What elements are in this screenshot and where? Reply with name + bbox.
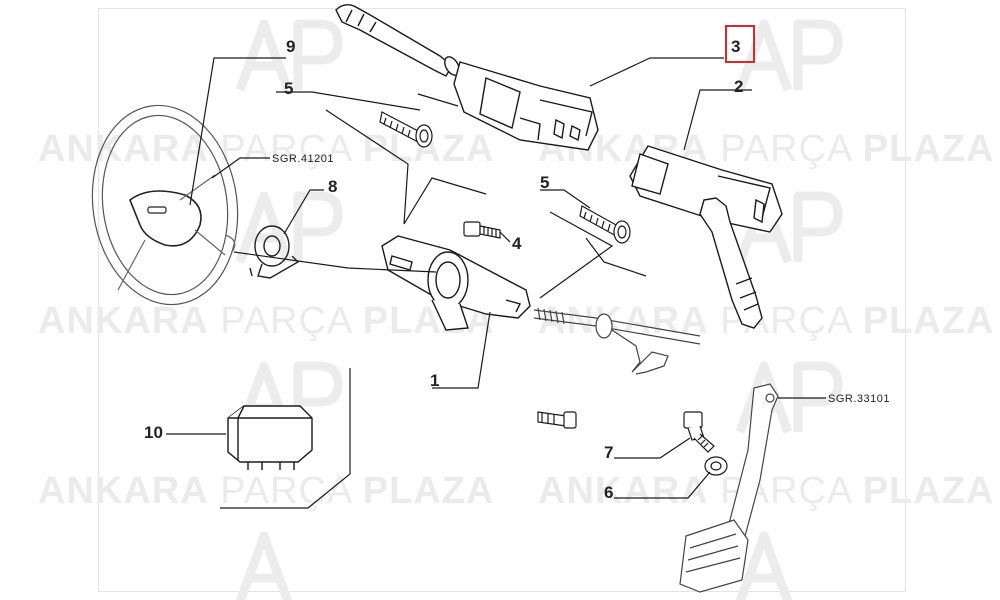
part-label-1[interactable]: 1: [430, 371, 439, 390]
part-label-5-right[interactable]: 5: [540, 173, 549, 192]
brake-switch-part-7[interactable]: [683, 411, 715, 453]
steering-shaft: [533, 307, 701, 375]
steering-wheel-part-9[interactable]: [80, 96, 250, 314]
column-bracket-part-1[interactable]: [381, 235, 531, 331]
ref-label-steering[interactable]: SGR.41201: [272, 153, 334, 165]
bolt-part-4[interactable]: [463, 221, 501, 239]
part-label-8[interactable]: 8: [328, 177, 337, 196]
part-label-5-left[interactable]: 5: [284, 79, 293, 98]
selected-part-highlight: [725, 25, 755, 63]
combination-switch-part-3[interactable]: [335, 3, 599, 151]
part-label-7[interactable]: 7: [604, 443, 613, 462]
brake-pedal: [679, 383, 779, 593]
bolt-loose: [537, 411, 577, 429]
screw-part-5-right[interactable]: [579, 205, 631, 244]
combination-switch-part-2[interactable]: [629, 145, 783, 329]
screw-part-5-left[interactable]: [379, 111, 433, 148]
part-label-3[interactable]: 3: [731, 37, 740, 56]
part-label-2[interactable]: 2: [734, 77, 743, 96]
relay-part-10[interactable]: [227, 405, 313, 470]
leader-lines: [166, 57, 826, 509]
part-label-10[interactable]: 10: [144, 423, 163, 442]
part-label-4[interactable]: 4: [512, 234, 522, 253]
part-label-9[interactable]: 9: [286, 37, 295, 56]
part-label-6[interactable]: 6: [604, 483, 613, 502]
ref-label-pedal[interactable]: SGR.33101: [828, 393, 890, 405]
washer-part-6[interactable]: [704, 456, 728, 476]
